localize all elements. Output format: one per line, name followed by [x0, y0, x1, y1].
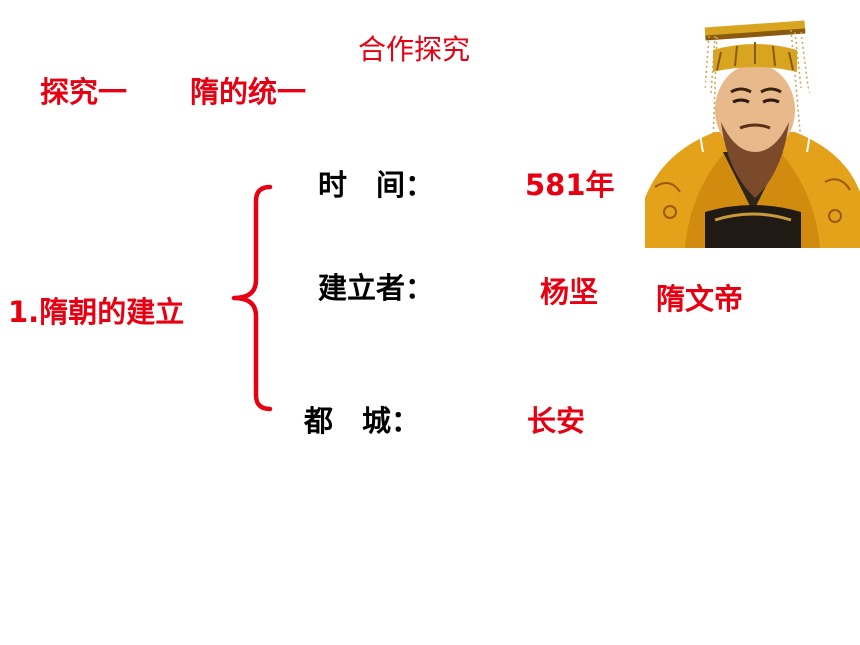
- time-value: 581年: [525, 168, 615, 202]
- slide-title: 合作探究: [358, 33, 471, 66]
- section-label: 探究一: [40, 75, 128, 109]
- item-label: 1.隋朝的建立: [8, 295, 185, 329]
- capital-value: 长安: [527, 404, 586, 438]
- time-key: 时 间：: [318, 168, 435, 202]
- founder-value: 杨坚: [540, 275, 599, 309]
- emperor-portrait-icon: [645, 2, 860, 248]
- capital-key: 都 城：: [304, 404, 421, 438]
- founder-key: 建立者：: [318, 271, 435, 305]
- section-topic: 隋的统一: [190, 75, 307, 109]
- curly-bracket-icon: [231, 184, 273, 412]
- founder-title: 隋文帝: [656, 282, 744, 316]
